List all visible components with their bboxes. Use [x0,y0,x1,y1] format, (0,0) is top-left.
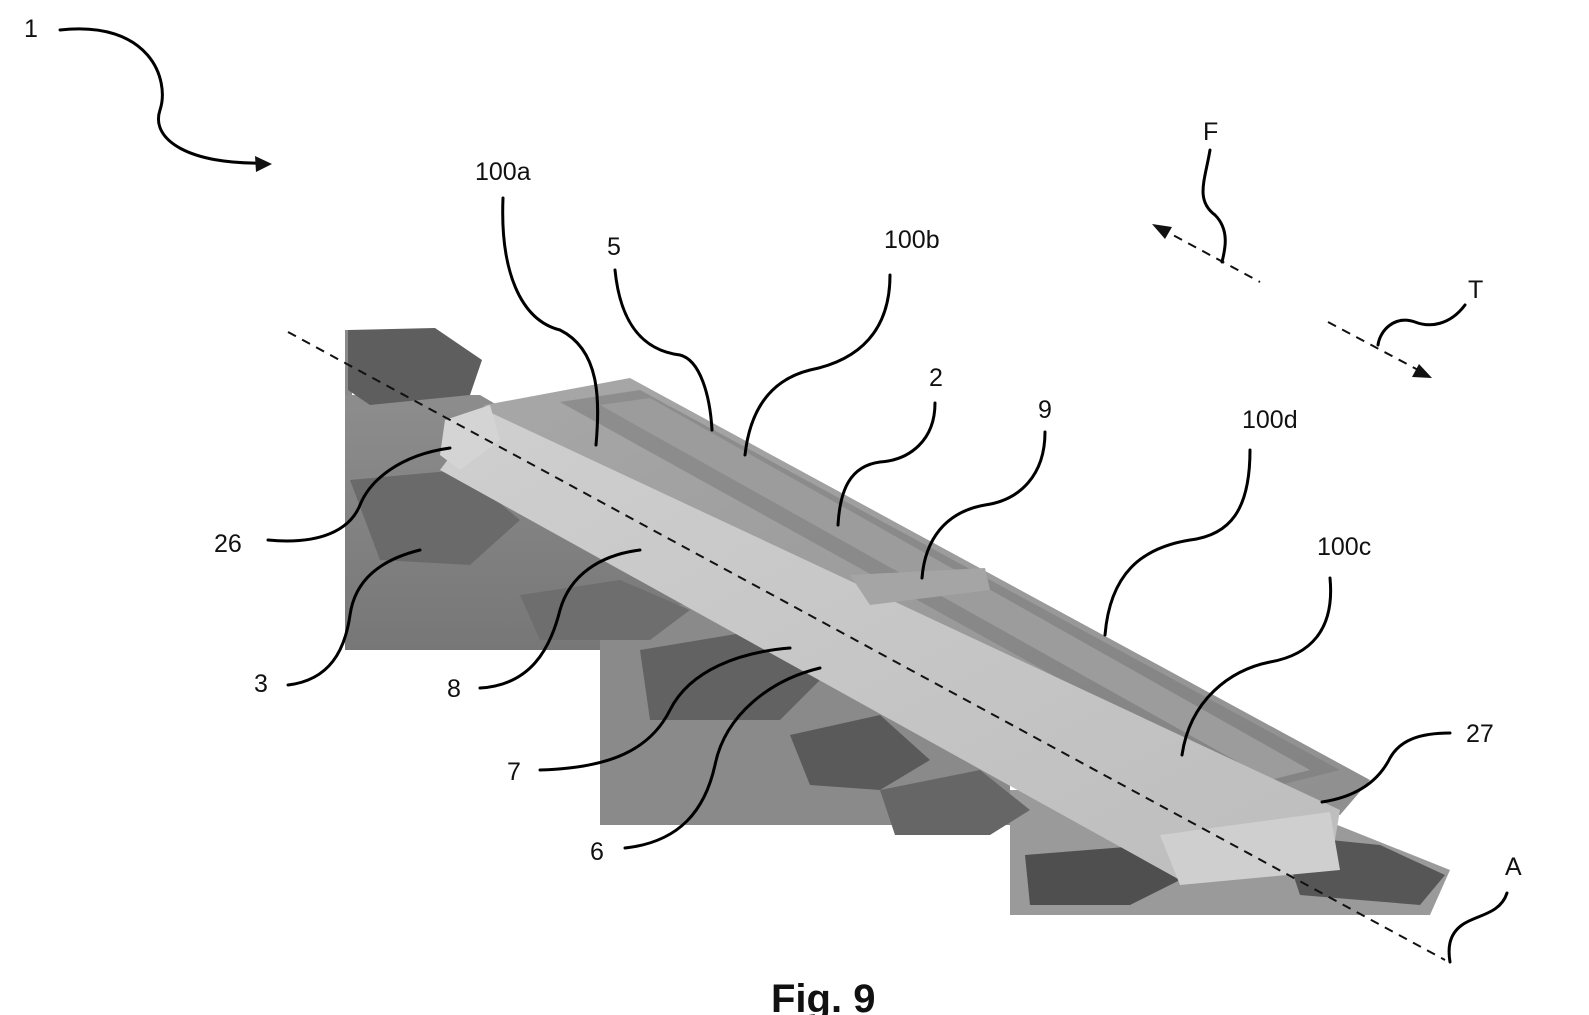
label-T: T [1468,276,1483,304]
arrowhead-F [1152,224,1172,239]
direction-axis-T [1328,322,1422,372]
figure-caption: Fig. 9 [771,977,875,1015]
arrowhead-T [1412,364,1432,378]
label-27: 27 [1466,720,1494,748]
label-1: 1 [24,15,38,43]
label-2: 2 [929,364,943,392]
lead-100b [745,275,890,455]
label-5: 5 [607,233,621,261]
label-100c: 100c [1317,533,1371,561]
lead-T [1378,305,1465,345]
label-100d: 100d [1242,406,1298,434]
direction-axis-F [1160,228,1260,282]
lead-1 [60,29,265,163]
label-7: 7 [507,758,521,786]
lead-A [1449,893,1507,962]
label-F: F [1203,118,1218,146]
label-3: 3 [254,670,268,698]
label-26: 26 [214,530,242,558]
label-6: 6 [590,838,604,866]
label-100b: 100b [884,226,940,254]
label-9: 9 [1038,396,1052,424]
seat-block [348,328,482,405]
arrowhead-1 [255,156,272,172]
label-8: 8 [447,675,461,703]
label-A: A [1505,853,1522,881]
lead-F [1203,150,1225,262]
label-100a: 100a [475,158,531,186]
lead-100d [1105,450,1250,635]
